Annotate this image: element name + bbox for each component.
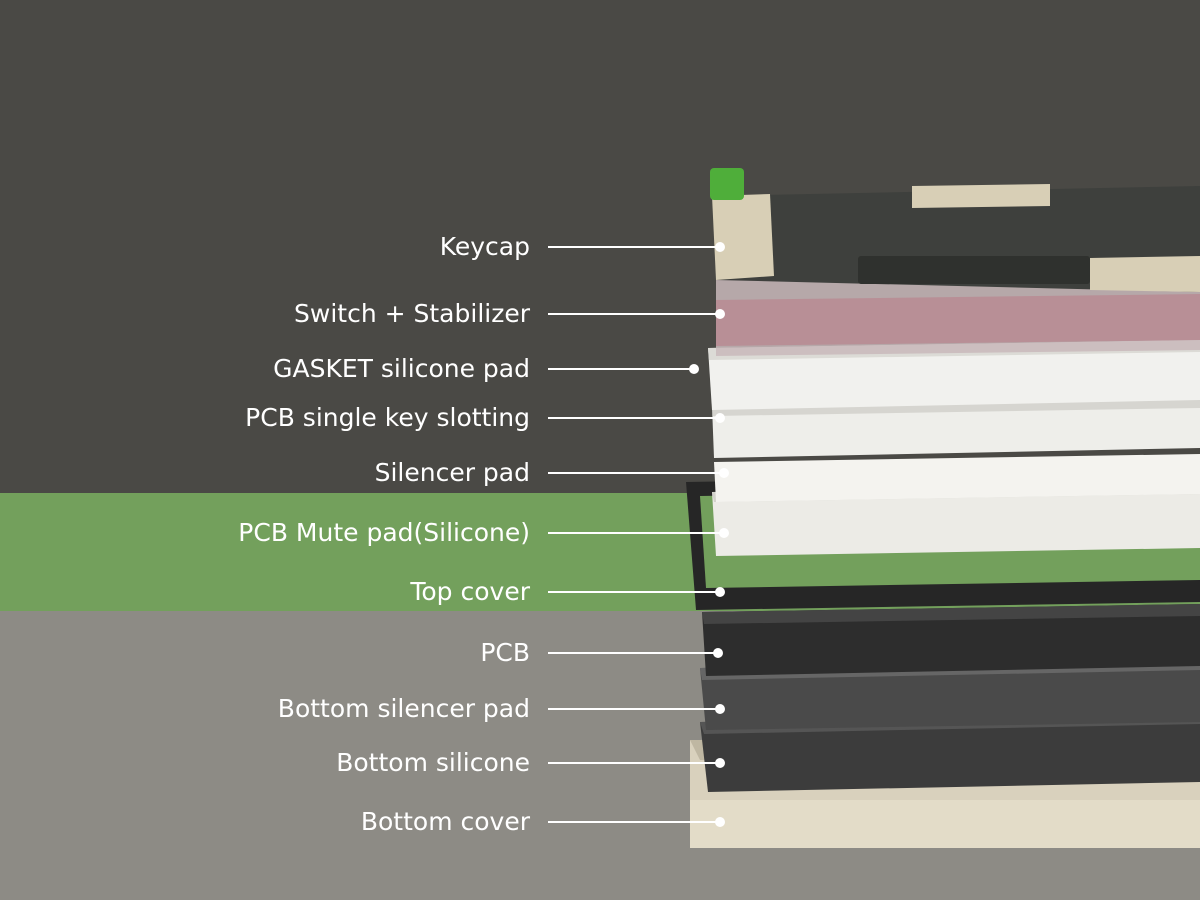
layer-label-top-cover: Top cover: [410, 577, 530, 607]
leader-dot-keycap: [715, 242, 725, 252]
layer-label-gasket: GASKET silicone pad: [273, 354, 530, 384]
keycap-layer: [710, 168, 1200, 292]
leader-dot-pcb: [713, 648, 723, 658]
leader-dot-top-cover: [715, 587, 725, 597]
leader-line-silencer: [548, 472, 724, 474]
leader-line-switch: [548, 313, 720, 315]
layer-label-pcb-mute: PCB Mute pad(Silicone): [238, 518, 530, 548]
leader-line-pcb: [548, 652, 718, 654]
leader-line-bottom-silicone: [548, 762, 720, 764]
layer-label-silencer: Silencer pad: [375, 458, 530, 488]
layer-label-keycap: Keycap: [440, 232, 530, 262]
leader-dot-bottom-silencer: [715, 704, 725, 714]
layer-label-pcb-slotting: PCB single key slotting: [245, 403, 530, 433]
leader-dot-switch: [715, 309, 725, 319]
leader-line-pcb-slotting: [548, 417, 720, 419]
leader-dot-gasket: [689, 364, 699, 374]
layer-label-bottom-silicone: Bottom silicone: [336, 748, 530, 778]
layer-label-pcb: PCB: [480, 638, 530, 668]
leader-dot-bottom-silicone: [715, 758, 725, 768]
leader-line-bottom-cover: [548, 821, 720, 823]
silencer-pad-layer: [714, 454, 1200, 502]
leader-dot-bottom-cover: [715, 817, 725, 827]
leader-line-gasket: [548, 368, 692, 370]
leader-line-bottom-silencer: [548, 708, 720, 710]
leader-dot-silencer: [719, 468, 729, 478]
leader-line-top-cover: [548, 591, 720, 593]
layer-label-bottom-cover: Bottom cover: [361, 807, 530, 837]
leader-dot-pcb-mute: [719, 528, 729, 538]
layer-label-bottom-silencer: Bottom silencer pad: [278, 694, 530, 724]
pcb-layer: [702, 604, 1200, 676]
leader-line-keycap: [548, 246, 720, 248]
layer-label-switch: Switch + Stabilizer: [294, 299, 530, 329]
leader-dot-pcb-slotting: [715, 413, 725, 423]
leader-line-pcb-mute: [548, 532, 724, 534]
